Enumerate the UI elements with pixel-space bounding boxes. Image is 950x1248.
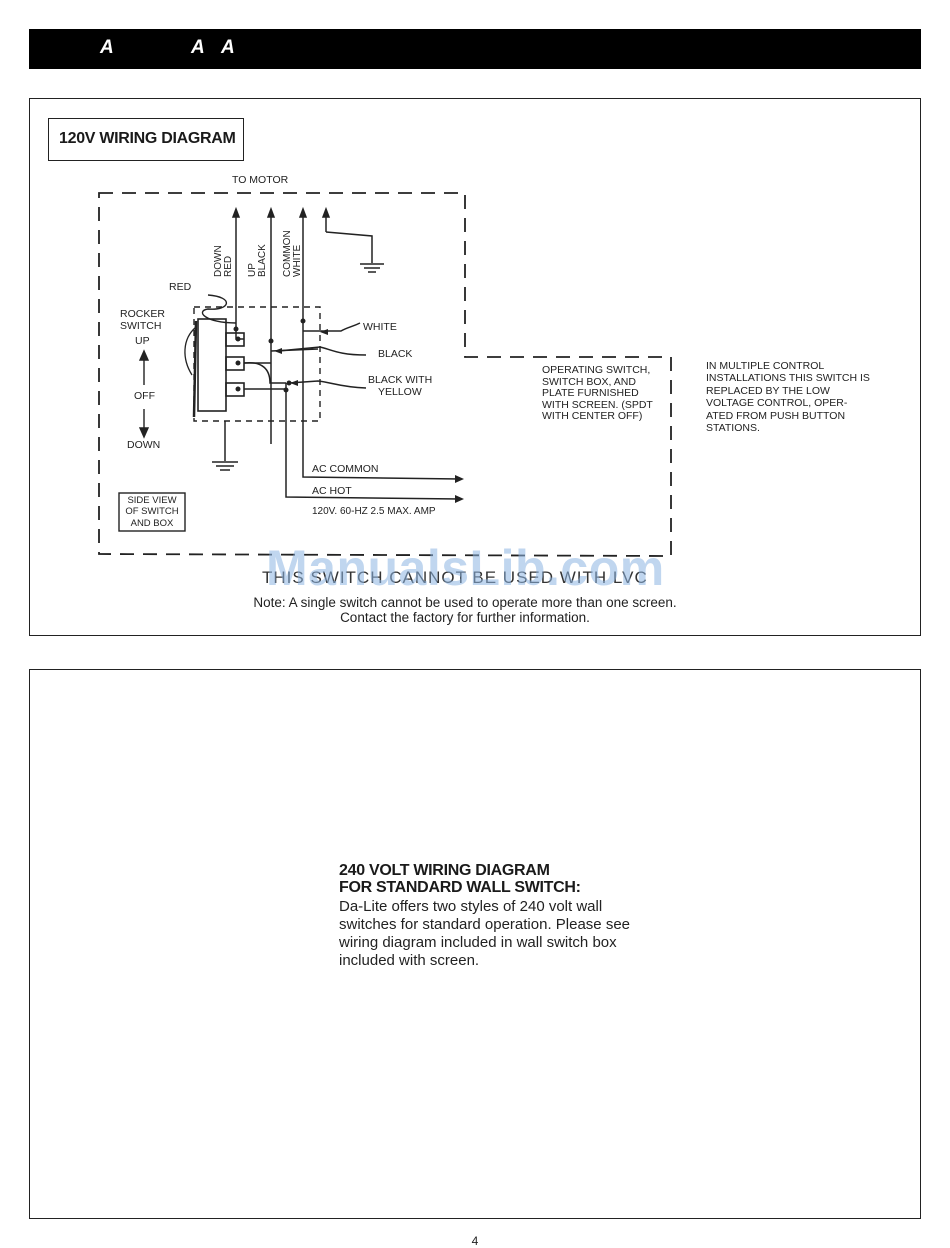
side-view-line-3: AND BOX [131,518,174,529]
wiring-diagram: DOWN RED UP BLACK COMMON WHITE TO MOTOR … [98,174,672,557]
wire-black-label: BLACK [257,244,268,277]
motor-leads [231,206,331,444]
watermark: ManualsLib.com [266,540,665,596]
red-wire [201,294,237,324]
up-label: UP [135,335,150,347]
side-view-line-2: OF SWITCH [125,506,178,517]
header-letter: A [191,37,205,58]
internal-wiring [235,321,461,500]
off-label: OFF [134,390,155,402]
wire-labels: DOWN RED UP BLACK COMMON WHITE [213,230,303,277]
switch-label: SWITCH [120,320,161,332]
white-wire-label: WHITE [363,321,397,333]
diagram-title-box: 120V WIRING DIAGRAM [48,118,244,161]
rating-label: 120V. 60-HZ 2.5 MAX. AMP [312,506,436,517]
rocker-switch [184,318,245,418]
to-motor-label: TO MOTOR [232,174,289,186]
heading-240v-line-2: FOR STANDARD WALL SWITCH: [339,879,581,896]
page-number: 4 [471,1234,479,1248]
black-yellow-label-1: BLACK WITH [368,374,432,386]
body-240v: Da-Lite offers two styles of 240 volt wa… [339,898,630,969]
header-letter: A [221,37,235,58]
ac-arrows [455,475,464,503]
wire-white-label: WHITE [292,244,303,277]
down-label: DOWN [127,439,160,451]
heading-240v-line-1: 240 VOLT WIRING DIAGRAM [339,862,550,879]
lvc-warning: THIS SWITCH CANNOT BE USED WITH LVC [262,568,648,587]
wire-common-label: COMMON [282,230,293,277]
ac-common-label: AC COMMON [312,463,379,475]
wire-down-label: DOWN [213,245,224,277]
enclosure-outline [98,192,672,557]
side-view-box [118,492,186,532]
header-letter: A [100,37,114,58]
red-label: RED [169,281,192,293]
ground-symbol-top [325,231,384,273]
black-yellow-label-2: YELLOW [378,386,422,398]
up-down-arrow [138,349,150,439]
wiring-240v-panel: 240 VOLT WIRING DIAGRAM FOR STANDARD WAL… [29,669,921,1219]
ac-hot-label: AC HOT [312,485,352,497]
multiple-control-note: IN MULTIPLE CONTROL INSTALLATIONS THIS S… [706,360,870,435]
diagram-title: 120V WIRING DIAGRAM [59,130,236,147]
section-240v: 240 VOLT WIRING DIAGRAM FOR STANDARD WAL… [339,862,659,970]
side-view-line-1: SIDE VIEW [127,495,176,506]
operating-switch-note: OPERATING SWITCH, SWITCH BOX, AND PLATE … [542,364,653,423]
black-wire-label: BLACK [378,348,412,360]
ground-symbol-bottom [212,421,238,471]
wiring-diagram-panel: 120V WIRING DIAGRAM DOWN [29,98,921,636]
rocker-label: ROCKER [120,308,165,320]
wire-up-label: UP [247,263,258,277]
header-bar: A A A [29,29,921,69]
single-switch-note: Note: A single switch cannot be used to … [253,595,677,625]
wire-red-label: RED [223,256,234,277]
